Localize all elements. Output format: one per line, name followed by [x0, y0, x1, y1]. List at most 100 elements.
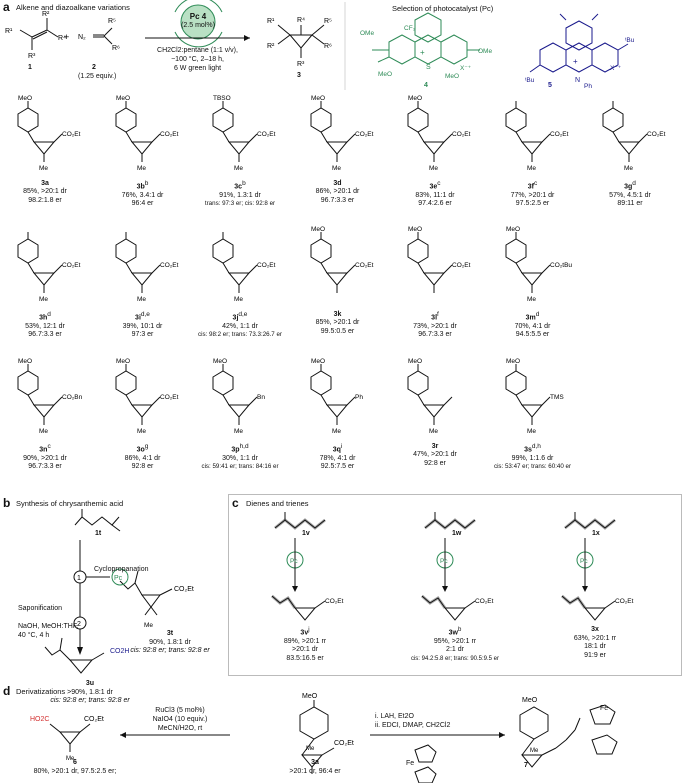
- panel-c-box: [228, 494, 682, 676]
- svg-text:Me: Me: [66, 756, 75, 762]
- left-reagent-2: NaIO4 (10 equiv.): [152, 716, 208, 723]
- product-6: 6 80%, >20:1 dr, 97.5:2.5 er;: [20, 759, 130, 776]
- svg-text:Me: Me: [39, 428, 48, 435]
- compound-id: 3fc: [527, 180, 538, 191]
- step2-cond-1: NaOH, MeOH:THF,: [18, 623, 79, 630]
- product-3a-center: 3a >20:1 dr, 96:4 er: [270, 759, 360, 776]
- svg-text:CO₂Et: CO₂Et: [452, 131, 471, 138]
- svg-text:Pc: Pc: [290, 558, 298, 565]
- svg-text:CO₂Et: CO₂Et: [257, 131, 276, 138]
- svg-text:CO₂Et: CO₂Et: [647, 131, 666, 138]
- svg-text:MeO: MeO: [18, 95, 32, 102]
- product-id: 3x: [591, 626, 599, 633]
- condition-line-3: 6 W green light: [173, 65, 222, 72]
- compound-id: 3k: [333, 311, 342, 318]
- svg-text:MeO: MeO: [302, 693, 318, 700]
- compound-yield: 86%, 4:1 dr: [124, 454, 161, 462]
- step1-label: Cyclopropanation: [94, 566, 149, 573]
- condition-line-2: −100 °C, 2–18 h,: [171, 56, 224, 63]
- fe-label-reagent: Fe: [406, 760, 415, 767]
- svg-text:X⁻⁺: X⁻⁺: [610, 65, 622, 72]
- product-line-3: 91:9 er: [584, 651, 606, 659]
- product-line-3: cis: 94.2:5.8 er; trans: 90.5:9.5 er: [410, 655, 500, 662]
- reactant-2-label: 2: [92, 64, 96, 71]
- svg-text:Me: Me: [527, 428, 536, 435]
- compound-er: trans: 97:3 er; cis: 92:8 er: [204, 200, 276, 208]
- compound-er: 97:3 er: [131, 331, 154, 339]
- panel-a-title: Alkene and diazoalkane variations: [16, 3, 130, 12]
- svg-text:CO₂Et: CO₂Et: [160, 262, 179, 269]
- svg-text:Me: Me: [137, 428, 146, 435]
- p3a-data: >20:1 dr, 96:4 er: [289, 767, 341, 775]
- svg-text:Pc: Pc: [440, 558, 448, 565]
- svg-text:+: +: [420, 48, 425, 57]
- catalyst-name: Pc 4: [189, 12, 207, 21]
- svg-text:OMe: OMe: [478, 48, 492, 55]
- compound-id: 3sd,h: [524, 443, 541, 454]
- svg-text:Ph: Ph: [584, 83, 592, 90]
- compound-er: 96:4 er: [131, 200, 154, 208]
- product-line-2: >20:1 dr: [292, 646, 318, 654]
- svg-text:MeO: MeO: [116, 358, 130, 365]
- product-line-2: 2:1 dr: [446, 646, 464, 654]
- compound-id: 3a: [41, 180, 49, 187]
- compound-id: 3og: [136, 443, 149, 454]
- pc4-label: 4: [424, 82, 428, 89]
- compound-id: 3r: [431, 443, 439, 450]
- svg-text:R⁴: R⁴: [297, 17, 305, 24]
- right-reagent-2: ii. EDCI, DMAP, CH2Cl2: [375, 722, 451, 729]
- svg-text:MeO: MeO: [506, 226, 520, 233]
- int-line2: cis: 92:8 er; trans: 92:8 er: [130, 647, 210, 654]
- condition-line-1: CH2Cl2:pentane (1:1 v/v),: [157, 47, 238, 54]
- sm-label: 1x: [592, 530, 600, 537]
- left-reagent-1: RuCl3 (5 mol%): [155, 707, 205, 714]
- svg-text:Me: Me: [624, 165, 633, 172]
- svg-text:MeO: MeO: [408, 95, 422, 102]
- svg-text:CO₂Et: CO₂Et: [160, 394, 179, 401]
- compound-er: cis: 59:41 er; trans: 84:16 er: [201, 463, 279, 471]
- svg-text:CO₂tBu: CO₂tBu: [550, 262, 572, 269]
- svg-text:MeO: MeO: [408, 226, 422, 233]
- compound-id: 3id,e: [135, 311, 150, 322]
- svg-text:ᵗBu: ᵗBu: [625, 37, 635, 44]
- compound-er: 92.5:7.5 er: [320, 463, 355, 471]
- svg-text:N: N: [575, 77, 580, 84]
- compound-id: 3jd,e: [232, 311, 248, 322]
- compound-er: 97.5:2.5 er: [515, 200, 550, 208]
- svg-text:R⁶: R⁶: [112, 45, 120, 52]
- svg-text:1: 1: [77, 575, 81, 582]
- panel-c-title: Dienes and trienes: [246, 499, 309, 508]
- step2-cond-2: 40 °C, 4 h: [18, 632, 50, 639]
- svg-text:MeO: MeO: [311, 226, 325, 233]
- compound-er: 97.4:2.6 er: [418, 200, 452, 208]
- svg-text:R²: R²: [42, 11, 50, 18]
- panel-a-letter: a: [3, 0, 10, 14]
- svg-text:Me: Me: [39, 165, 48, 172]
- compound-id: 3d: [333, 180, 342, 187]
- svg-text:CO₂Et: CO₂Et: [325, 598, 344, 605]
- intermediate-3t: 3t 90%, 1.8:1 dr cis: 92:8 er; trans: 92…: [120, 630, 220, 656]
- compound-id: 3gd: [624, 180, 636, 191]
- compound-id: 3md: [525, 311, 540, 322]
- svg-text:CO₂Et: CO₂Et: [355, 131, 374, 138]
- compound-er: 99.5:0.5 er: [320, 327, 355, 335]
